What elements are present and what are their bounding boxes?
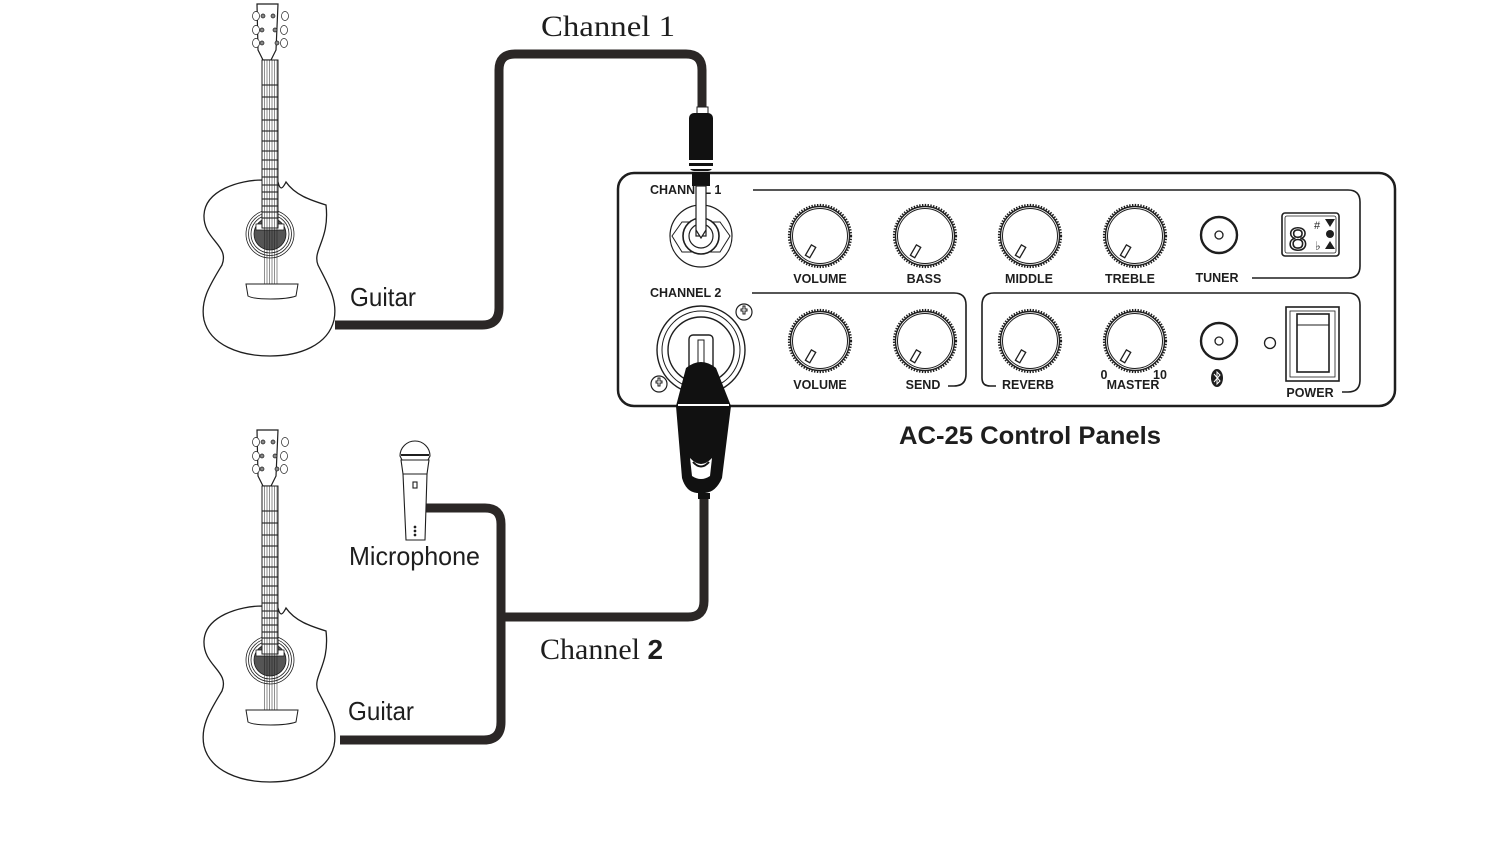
bluetooth-button[interactable] [1199, 321, 1239, 361]
panel-title: AC-25 Control Panels [899, 422, 1161, 450]
power-led [1263, 336, 1277, 350]
channel-1-cable-label: Channel 1 [541, 10, 675, 43]
control-panel: CHANNEL 1 CHANNEL 2 [616, 171, 1397, 408]
tuner-label: TUNER [1195, 271, 1238, 285]
cable-channel-2 [340, 498, 709, 745]
tuner-digit: 8 [1288, 223, 1308, 260]
tuner-in-tune-dot-icon [1326, 230, 1334, 238]
channel-1-volume-label: VOLUME [793, 272, 846, 286]
guitar-1-label: Guitar [350, 282, 416, 312]
master-scale-max: 10 [1153, 368, 1167, 382]
screw-icon [650, 375, 668, 393]
send-knob[interactable] [892, 308, 958, 374]
bluetooth-icon [1211, 369, 1223, 387]
channel-2-cable-label-text: Channel [540, 633, 647, 666]
xlr-plug [676, 334, 731, 499]
power-switch[interactable] [1285, 306, 1340, 382]
channel-2-cable-label: Channel 2 [540, 633, 663, 666]
guitar-2-illustration [202, 429, 336, 783]
master-scale-min: 0 [1101, 368, 1108, 382]
bass-label: BASS [907, 272, 942, 286]
channel-2-section-label: CHANNEL 2 [650, 286, 721, 300]
channel-2-volume-label: VOLUME [793, 378, 846, 392]
middle-label: MIDDLE [1005, 272, 1053, 286]
channel-1-section-label: CHANNEL 1 [650, 183, 721, 197]
treble-knob[interactable] [1102, 203, 1168, 269]
channel-2-volume-knob[interactable] [787, 308, 853, 374]
bass-knob[interactable] [892, 203, 958, 269]
quarter-inch-plug [689, 106, 713, 240]
tuner-display: 8 # ♭ [1281, 212, 1340, 261]
reverb-knob[interactable] [997, 308, 1063, 374]
guitar-2-label: Guitar [348, 696, 414, 726]
middle-knob[interactable] [997, 203, 1063, 269]
flat-indicator: ♭ [1315, 239, 1321, 253]
master-knob[interactable] [1102, 308, 1168, 374]
treble-label: TREBLE [1105, 272, 1155, 286]
send-label: SEND [906, 378, 941, 392]
tuner-up-arrow-icon [1325, 241, 1335, 249]
sharp-indicator: # [1314, 220, 1321, 232]
channel-1-volume-knob[interactable] [787, 203, 853, 269]
tuner-button[interactable] [1199, 215, 1239, 255]
channel-2-cable-label-number: 2 [647, 634, 663, 665]
microphone-icon [399, 440, 431, 541]
master-label: MASTER [1107, 378, 1160, 392]
guitar-1-illustration [202, 3, 336, 357]
power-label: POWER [1286, 386, 1333, 400]
screw-icon [735, 303, 753, 321]
microphone-label: Microphone [349, 541, 480, 571]
tuner-down-arrow-icon [1325, 219, 1335, 227]
reverb-label: REVERB [1002, 378, 1054, 392]
cable-channel-1 [335, 49, 707, 330]
